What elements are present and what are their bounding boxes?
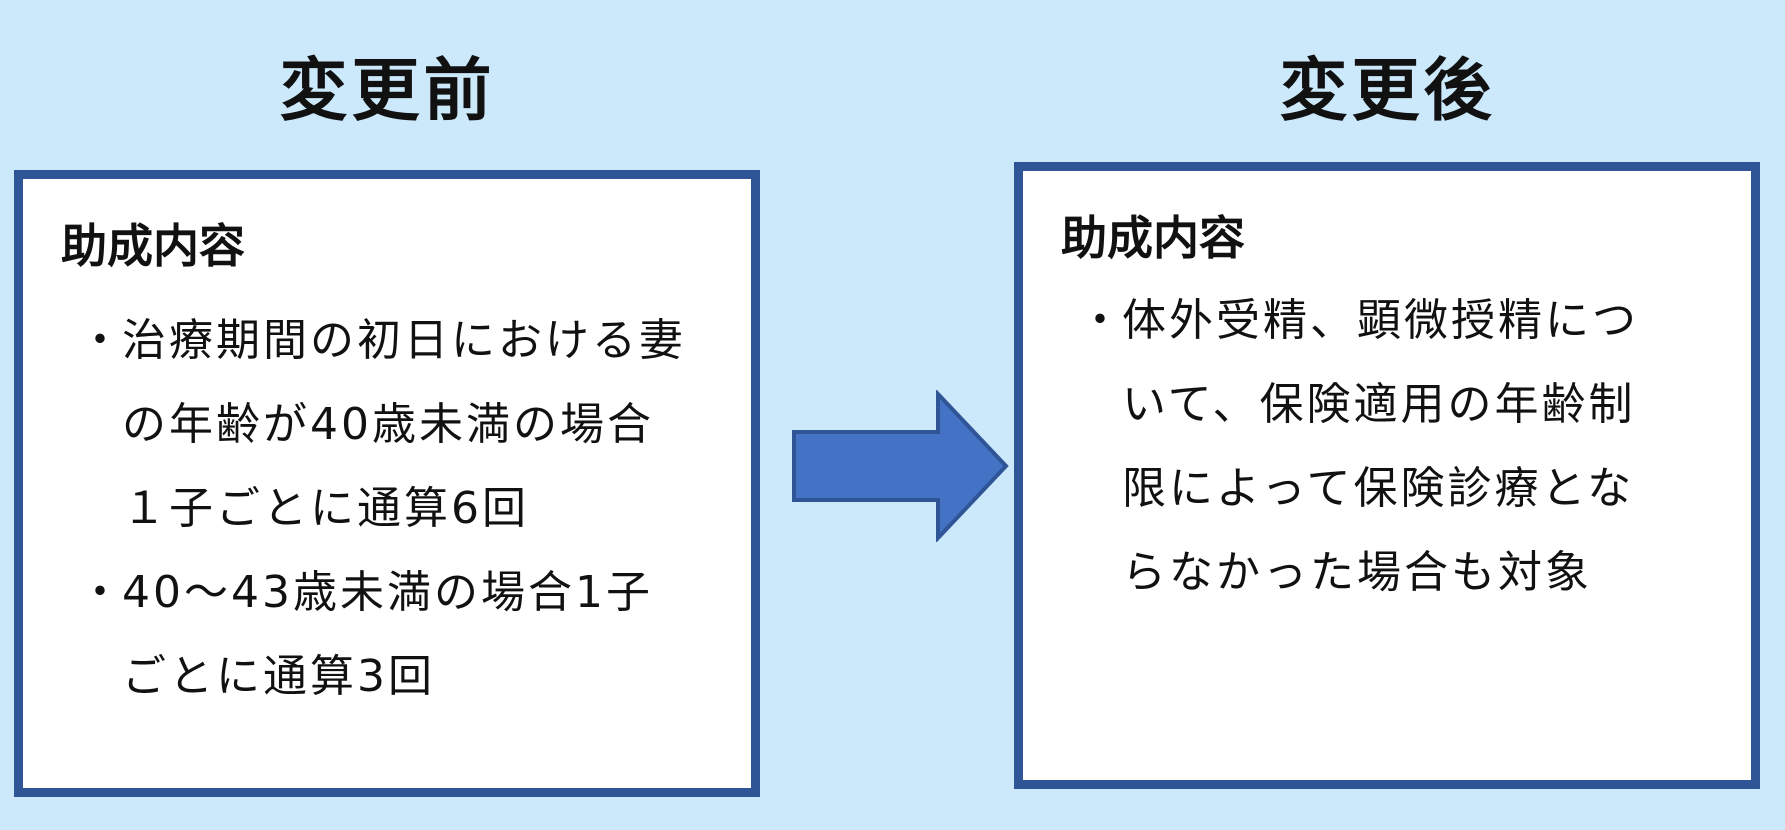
bullet-icon: ・ (78, 315, 125, 366)
bullet-icon: ・ (1078, 295, 1125, 346)
before-item-text: 治療期間の初日における妻の年齢が40歳未満の場合１子ごとに通算6回 (122, 315, 686, 534)
before-heading: 変更前 (279, 52, 496, 131)
before-list-item: ・ 治療期間の初日における妻の年齢が40歳未満の場合１子ごとに通算6回 (78, 299, 691, 551)
after-item-list: ・ 体外受精、顕微授精について、保険適用の年齢制限によって保険診療とならなかった… (1078, 279, 1681, 615)
after-panel: 助成内容 ・ 体外受精、顕微授精について、保険適用の年齢制限によって保険診療とな… (1014, 162, 1760, 789)
after-panel-title: 助成内容 (1061, 211, 1245, 265)
before-item-list: ・ 治療期間の初日における妻の年齢が40歳未満の場合１子ごとに通算6回 ・ 40… (78, 299, 691, 719)
after-list-item: ・ 体外受精、顕微授精について、保険適用の年齢制限によって保険診療とならなかった… (1078, 279, 1681, 615)
before-panel-title: 助成内容 (61, 219, 245, 273)
right-arrow-shape (792, 390, 1009, 542)
bullet-icon: ・ (78, 567, 125, 618)
before-panel: 助成内容 ・ 治療期間の初日における妻の年齢が40歳未満の場合１子ごとに通算6回… (14, 170, 760, 797)
right-arrow-icon (792, 390, 1009, 542)
before-list-item: ・ 40～43歳未満の場合1子ごとに通算3回 (78, 551, 691, 719)
after-heading: 変更後 (1279, 52, 1496, 131)
after-item-text: 体外受精、顕微授精について、保険適用の年齢制限によって保険診療とならなかった場合… (1122, 295, 1639, 598)
before-item-text: 40～43歳未満の場合1子ごとに通算3回 (122, 567, 653, 702)
